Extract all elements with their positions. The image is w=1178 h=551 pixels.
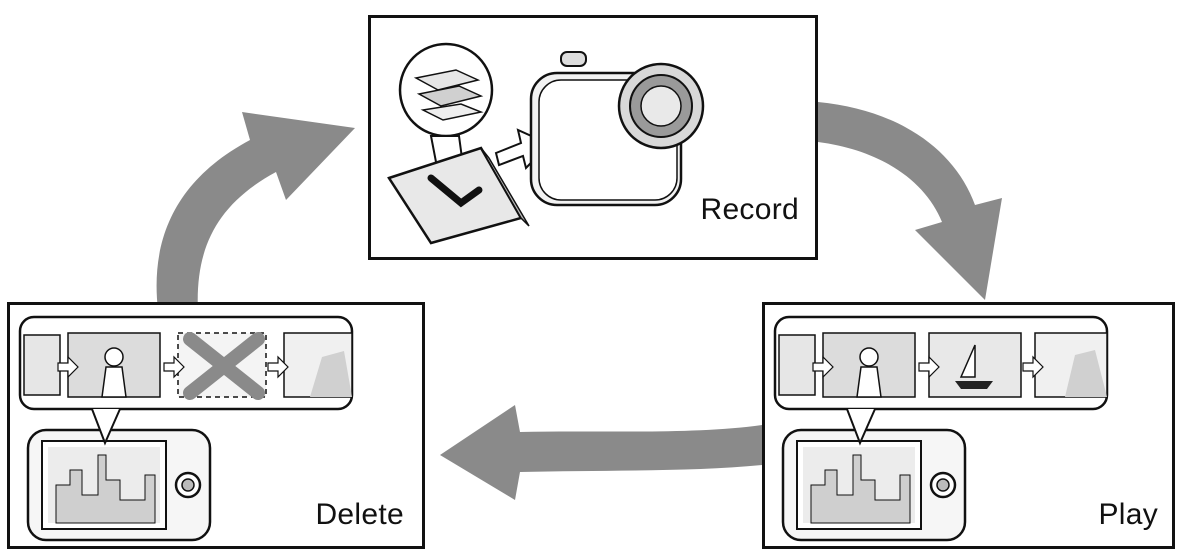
- arrow-record-to-play: [818, 102, 1002, 300]
- record-illustration: [387, 42, 705, 245]
- arrow-play-to-delete: [440, 405, 762, 500]
- filmstrip-icon: [773, 315, 1109, 411]
- record-label: Record: [700, 193, 799, 226]
- filmstrip-icon: [18, 315, 354, 411]
- play-illustration: [773, 315, 1109, 542]
- camera-icon: [529, 51, 705, 207]
- phone-icon: [781, 408, 967, 542]
- delete-panel: Delete: [7, 302, 425, 549]
- play-panel: Play: [762, 302, 1175, 549]
- play-label: Play: [1098, 498, 1158, 531]
- sailboat-icon: [959, 344, 976, 378]
- phone-icon: [26, 408, 212, 542]
- record-panel: Record: [368, 15, 818, 260]
- delete-x-icon: [183, 332, 265, 400]
- memory-card-icon: [387, 146, 530, 245]
- arrow-delete-to-record: [156, 112, 355, 312]
- delete-illustration: [18, 315, 354, 542]
- delete-label: Delete: [315, 498, 404, 531]
